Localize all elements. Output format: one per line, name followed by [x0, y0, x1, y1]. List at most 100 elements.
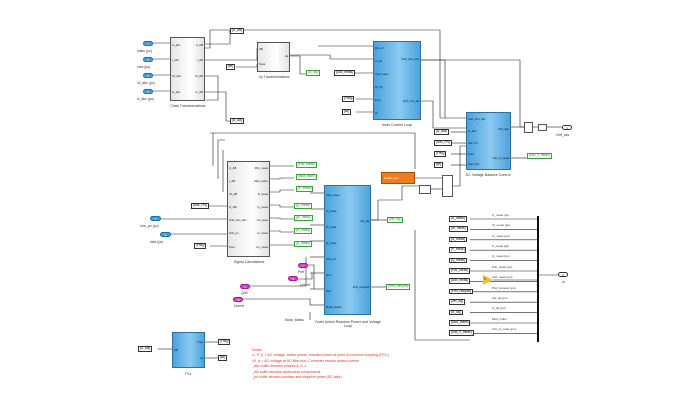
inport-uf[interactable]: 3 [143, 73, 153, 78]
from-u-ab[interactable]: [U_AB] [138, 346, 153, 352]
from-meas-tag[interactable]: [Q_meas] [449, 257, 467, 264]
from-wt-3[interactable]: [wt] [434, 162, 443, 168]
from-wt[interactable]: [wt] [226, 64, 235, 70]
inner-pin-in: wt [375, 111, 378, 115]
goto-pdc-meas[interactable]: [Pdc_meas] [296, 162, 317, 168]
signal-line [217, 139, 225, 179]
inport-pref[interactable]: 7 [298, 263, 308, 268]
from-meas-tag[interactable]: [Pdc_meas] [449, 268, 470, 274]
goto-p-meas[interactable]: [P_meas] [296, 186, 314, 192]
dq-block[interactable]: AB theta dq [257, 42, 290, 72]
goto-uf-meas[interactable]: [Uf_meas] [294, 215, 313, 221]
signal-line [453, 145, 466, 187]
goto-freq[interactable]: [Freq] [218, 339, 231, 345]
dcbal-pin-in: Ic_abc [468, 129, 477, 133]
inport-ic-label: Ic_abc (pu) [137, 97, 154, 101]
meas-signal-label: Iref_dq (pu) [492, 296, 508, 300]
sc-pin-in: Vref_Ucn_abc [229, 218, 247, 222]
from-meas-tag[interactable]: [Udc_meas] [449, 278, 471, 284]
signal-calc-block[interactable]: U_AB I_AB Uf_AB Ic_AB Vref_Ucn_abc Udc_p… [227, 161, 270, 257]
from-meas-tag[interactable]: [Pref_ramped] [449, 288, 474, 295]
signal-line [308, 264, 315, 289]
outer-pin-in: Qref [326, 273, 332, 277]
dc-balance-title: DC Voltage Balance Control [465, 173, 511, 177]
outer-pin-in: U_meas [326, 209, 337, 213]
dcbal-pin-out: Udc_0_meas [492, 156, 509, 160]
notes-line: Uf, Ic = AC voltage at AC filter bus, Co… [252, 358, 360, 363]
signal-line [270, 230, 294, 233]
gain-block[interactable] [483, 275, 493, 285]
goto-mod-index[interactable]: [Mod_index] [296, 174, 318, 180]
pll-block[interactable]: AB Freq wt [172, 332, 205, 368]
sum-block[interactable] [524, 122, 533, 133]
dc-balance-block[interactable]: Vref_Ucn_abc Ic_abc Udc_Pn Freq Udc_fwd … [466, 112, 511, 170]
from-freq-2[interactable]: [Freq] [434, 151, 447, 157]
inport-udcref[interactable]: 8 [288, 276, 298, 281]
inner-pin-out: Vref_Ucn_dq [402, 99, 419, 103]
from-meas-tag[interactable]: [Uf_meas] [449, 226, 468, 232]
from-wt-2[interactable]: [wt] [342, 109, 351, 115]
inport-qref[interactable]: 9 [240, 284, 250, 289]
signal-line [298, 273, 313, 280]
inport-udcref2[interactable]: 10 [233, 297, 243, 302]
notes: Notes: U, P, Q = AC voltage, active powe… [252, 348, 389, 380]
goto-ic-meas[interactable]: [Ic_meas] [294, 228, 312, 234]
pll-pin-in: AB [174, 348, 178, 352]
dq-title: Xy Transformations [258, 75, 290, 79]
inport-ia[interactable]: 2 [143, 57, 153, 62]
outport-meas[interactable]: 2 [558, 272, 568, 277]
goto-u-meas[interactable]: [U_meas] [294, 241, 312, 247]
outport-vref[interactable]: 1 [562, 125, 572, 130]
inport-udc-label: Udc_pn (pu) [140, 224, 159, 228]
from-udc-pn-2[interactable]: [Udc_PN] [191, 203, 209, 209]
goto-pref-ramped[interactable]: [Pref_ramped] [386, 284, 411, 290]
from-freq[interactable]: [Freq] [342, 96, 355, 102]
signal-calc-title: Signal Calculations [233, 260, 265, 264]
from-ic-abc[interactable]: [Ic_abc] [434, 129, 450, 135]
switch-block[interactable] [442, 175, 453, 197]
signal-line [205, 91, 230, 122]
inport-freq-label: Iabc (pu) [150, 240, 164, 244]
inner-current-loop-block[interactable]: Idc_ref Ic_dq Udc_meas Uf_dq Freq wt Vre… [373, 41, 421, 120]
from-meas-tag[interactable]: [Ic_dq] [449, 309, 463, 316]
inport-freq[interactable]: 6 [160, 232, 171, 237]
from-udc-pn[interactable]: [Udc_PN] [434, 140, 452, 146]
goto-ic-ab[interactable]: [Ic_AB] [230, 118, 245, 124]
enable-block[interactable]: Enable_Ctrl [381, 172, 415, 184]
dq-pin-out: dq [284, 54, 288, 58]
goto-udc0-meas[interactable]: [Udc_0_meas] [527, 153, 552, 159]
goto-ic-dq[interactable]: [Ic_dq] [306, 70, 320, 76]
from-meas-tag[interactable]: [Iref_dq] [449, 299, 465, 305]
goto-iref-dq[interactable]: [Iref_dq] [387, 217, 403, 223]
from-udc-meas[interactable]: [Udc_meas] [334, 70, 356, 76]
signal-line [421, 100, 466, 129]
inport-udc[interactable]: 5 [150, 216, 161, 221]
inport-ic[interactable]: 4 [143, 89, 153, 94]
saturation-block[interactable] [538, 124, 547, 131]
goto-wt[interactable]: [wt] [218, 355, 227, 361]
bus-creator[interactable] [537, 216, 540, 342]
goto-u-ab[interactable]: [U_AB] [230, 28, 245, 34]
pll-title: PLL [185, 372, 192, 376]
inport-ua[interactable]: 1 [143, 41, 153, 46]
meas-signal-label: Q_meas (pu) [492, 254, 510, 259]
clarke-block[interactable]: U_abc I_abc Uf_abc Ic_abc U_AB I_AB Uf_A… [170, 37, 205, 101]
from-freq-3[interactable]: [Freq] [194, 243, 207, 249]
dcbal-pin-in: Udc_fwd [468, 162, 479, 166]
outer-loop-block[interactable]: Udc_meas U_meas P_meas Q_meas Udc_ref Qr… [324, 185, 371, 315]
logic-and-block[interactable] [419, 185, 431, 194]
from-meas-tag[interactable]: [Ic_meas] [449, 236, 467, 243]
outer-pin-in: Pref [326, 289, 332, 293]
goto-q-meas[interactable]: [Q_meas] [294, 203, 312, 209]
outer-pin-in: Udc_meas [326, 193, 340, 197]
from-meas-tag[interactable]: [U_meas] [449, 216, 467, 222]
signal-line [205, 29, 445, 119]
from-meas-tag[interactable]: [P_meas] [449, 247, 467, 253]
clarke-pin-in: Uf_abc [172, 74, 181, 78]
inner-pin-in: Freq [375, 98, 381, 102]
from-meas-tag[interactable]: [Mod_index] [449, 320, 471, 326]
from-meas-tag[interactable]: [Udc_0_meas] [449, 330, 474, 336]
meas-signal-label: Ic_meas (pu) [492, 233, 510, 238]
